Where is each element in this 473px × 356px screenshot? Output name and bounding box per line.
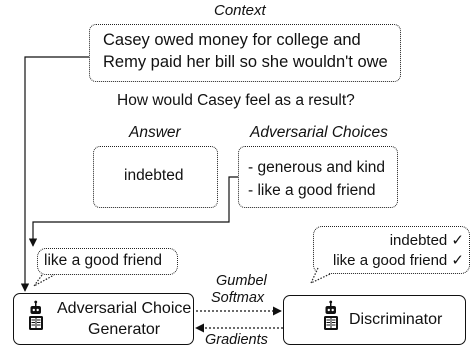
context-line-1: Casey owed money for college and bbox=[103, 31, 361, 49]
generator-box bbox=[13, 293, 194, 345]
answer-value: indebted bbox=[124, 167, 184, 184]
adversarial-label: Adversarial Choices bbox=[250, 124, 388, 141]
context-line-2: Remy paid her bill so she wouldn't owe bbox=[103, 53, 388, 71]
context-label: Context bbox=[214, 2, 266, 19]
answer-label: Answer bbox=[129, 124, 181, 141]
generator-bubble-text: like a good friend bbox=[44, 252, 163, 269]
discriminator-bubble-line: indebted ✓ bbox=[389, 232, 464, 249]
softmax-label: Softmax bbox=[211, 290, 265, 306]
generator-label-line-1: Adversarial Choice bbox=[57, 300, 192, 317]
adversarial-choice: - generous and kind bbox=[248, 159, 386, 176]
adversarial-choice: - like a good friend bbox=[248, 182, 376, 199]
generator-label-line-2: Generator bbox=[88, 321, 161, 338]
discriminator-box bbox=[283, 295, 466, 345]
discriminator-label: Discriminator bbox=[349, 311, 443, 328]
gradients-label: Gradients bbox=[205, 332, 268, 348]
discriminator-bubble-line: like a good friend ✓ bbox=[333, 252, 464, 269]
discriminator-bubble bbox=[313, 226, 470, 274]
adversarial-box bbox=[238, 146, 398, 208]
generator-bubble-tail bbox=[33, 274, 55, 287]
context-box bbox=[89, 24, 401, 82]
gumbel-label: Gumbel bbox=[216, 273, 267, 289]
question-text: How would Casey feel as a result? bbox=[117, 92, 355, 109]
